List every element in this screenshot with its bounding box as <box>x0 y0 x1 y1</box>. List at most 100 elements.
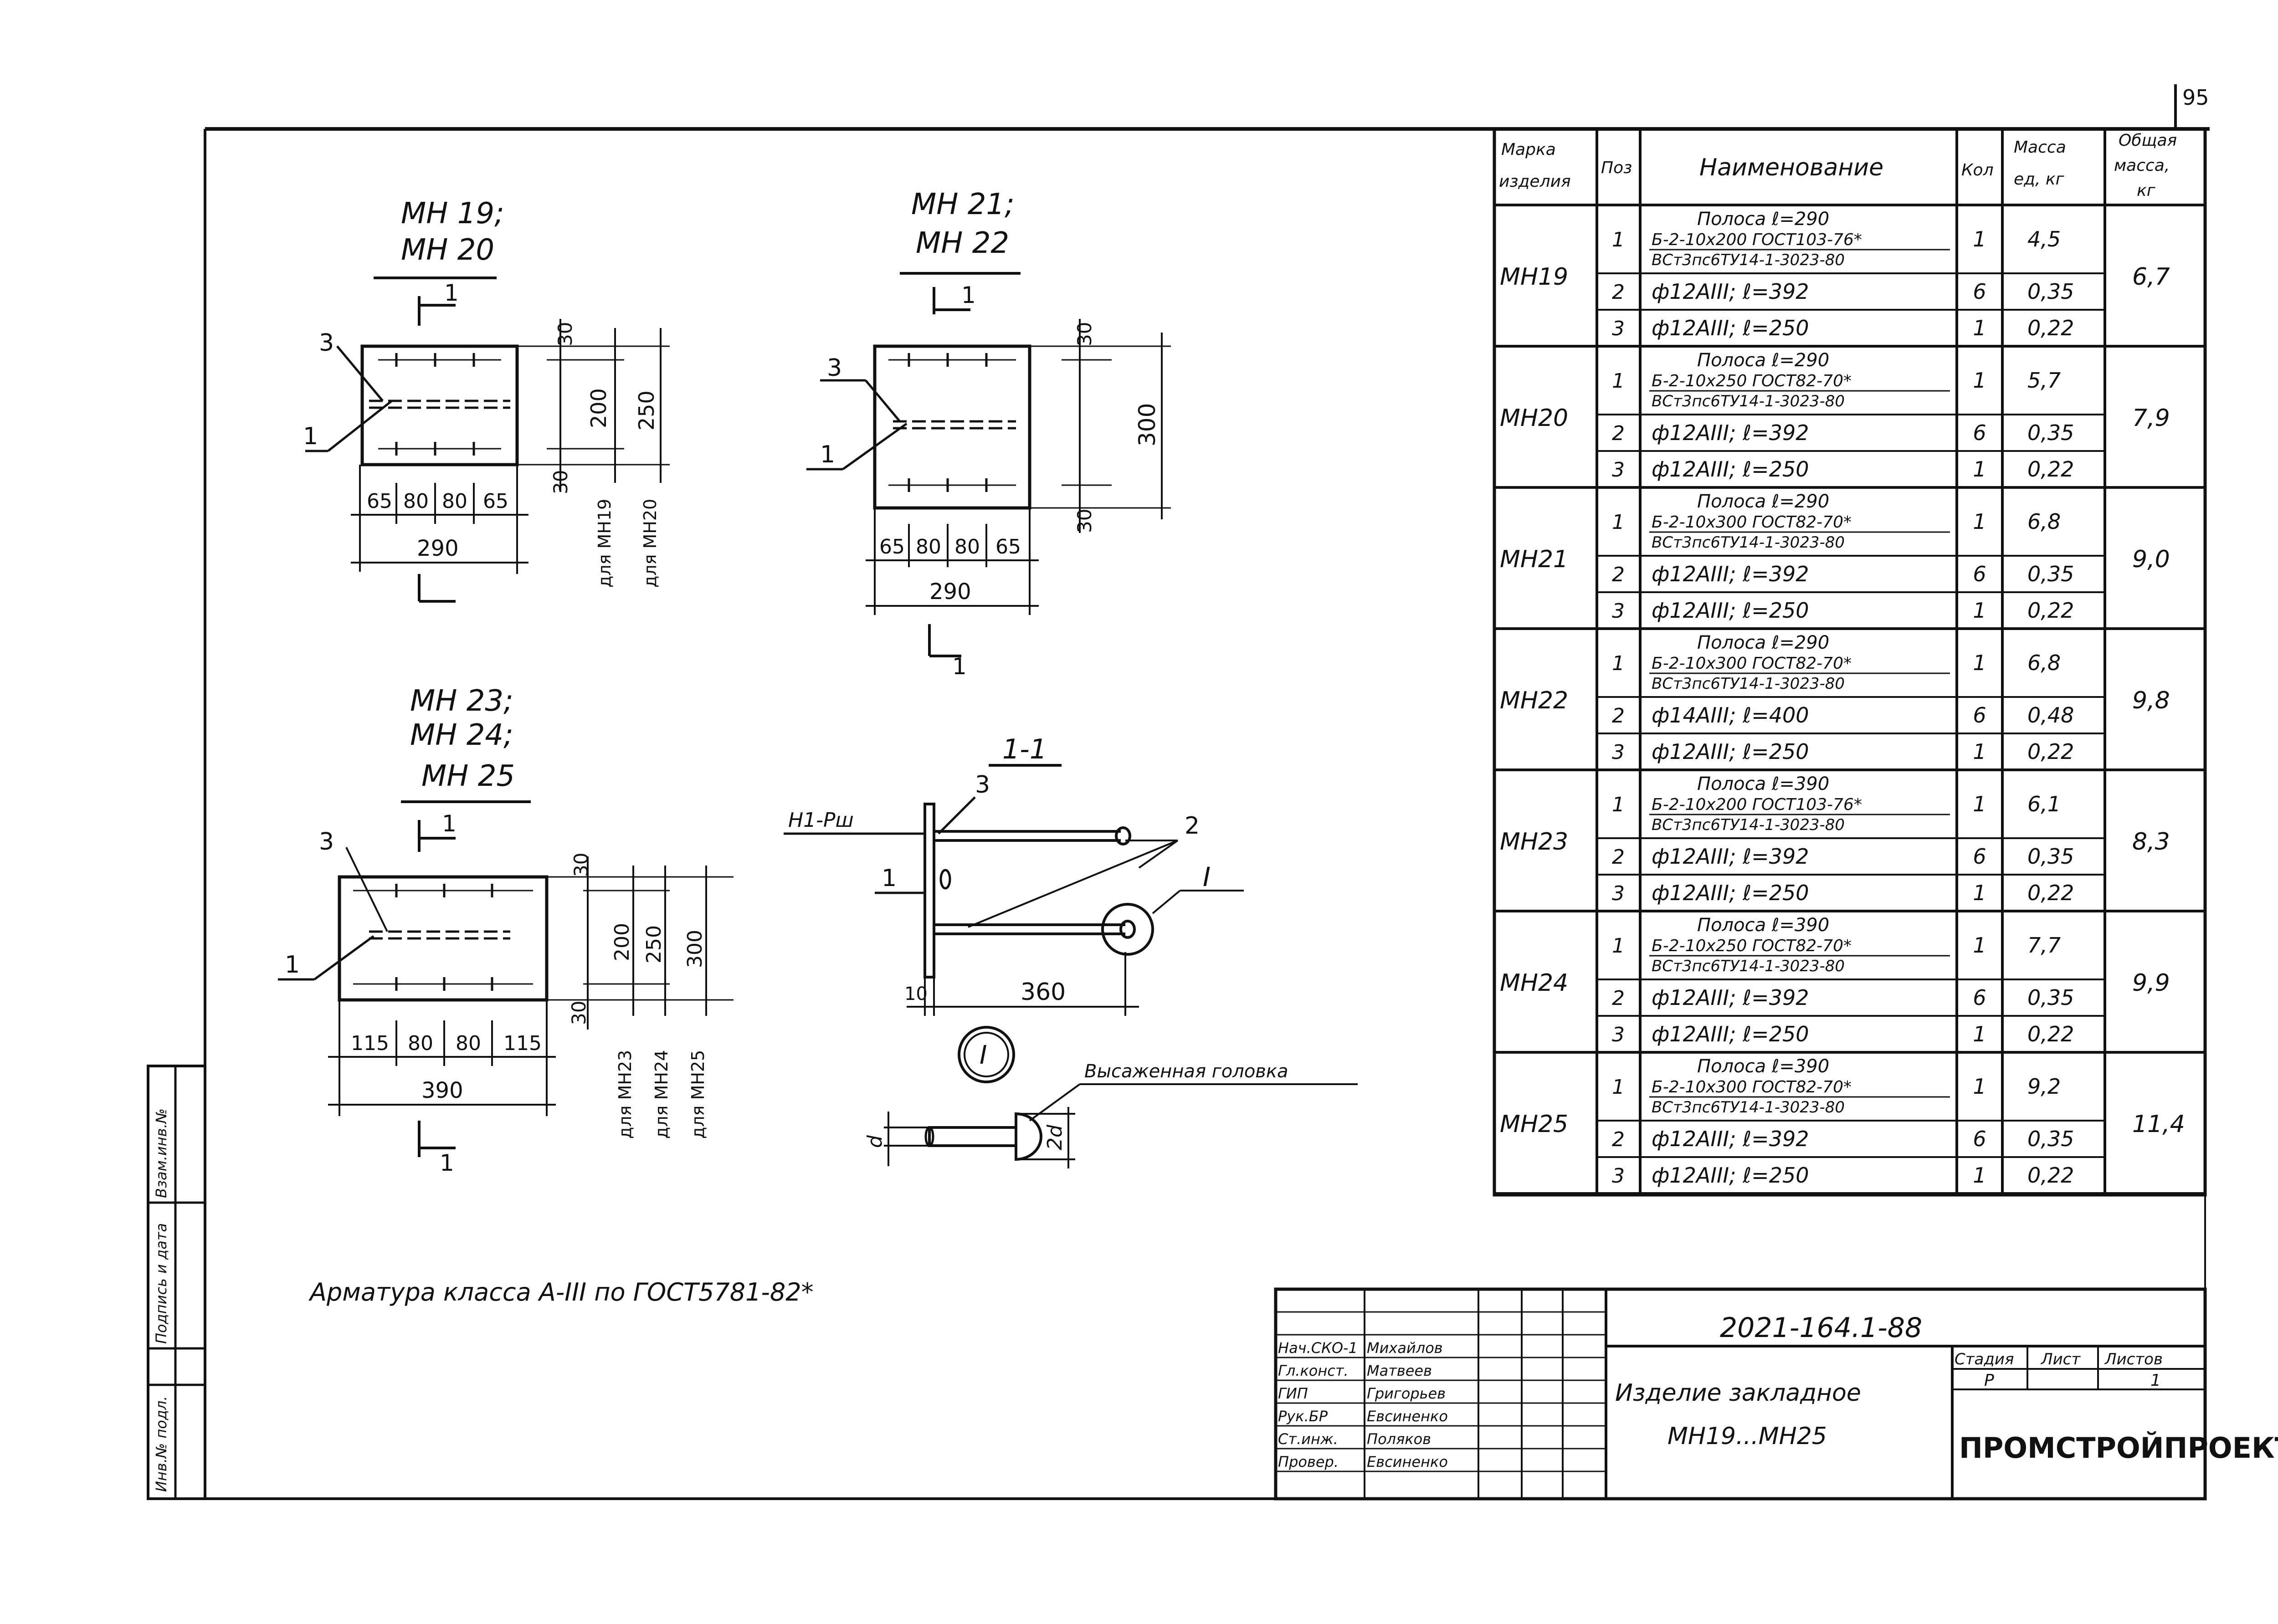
section-1-1: 1-1 3 Н1-Рш 1 2 I 10 360 <box>784 733 1244 1016</box>
title-block <box>1274 1287 2207 1501</box>
d3-dim-1: 115 <box>351 1032 389 1055</box>
cell-pos: 3 <box>1612 1164 1625 1188</box>
d1-section-top: 1 <box>444 280 459 306</box>
d2-side-300: 300 <box>1134 403 1160 446</box>
cell-total: 6,7 <box>2132 263 2170 291</box>
d1-side-200: 200 <box>586 388 611 428</box>
cell-name: ф12АIII; ℓ=392 <box>1652 985 1809 1010</box>
cell-mass: 5,7 <box>2027 368 2061 393</box>
header-mark-1: Марка <box>1501 140 1556 159</box>
cell-qty: 1 <box>1973 598 1986 623</box>
cell-mass: 6,1 <box>2027 792 2061 816</box>
d2-dim-1: 65 <box>879 535 905 558</box>
cell-mass: 6,8 <box>2027 509 2061 534</box>
cell-mass: 0,35 <box>2027 844 2074 869</box>
cell-mass: 0,22 <box>2027 739 2074 764</box>
d3-total: 390 <box>421 1078 463 1103</box>
person-name: Матвеев <box>1367 1362 1432 1379</box>
cell-name-line: Полоса ℓ=390 <box>1697 915 1829 936</box>
cell-qty: 1 <box>1973 933 1986 958</box>
cell-name-line: Полоса ℓ=290 <box>1697 632 1829 653</box>
cell-mark: МН25 <box>1500 1111 1568 1138</box>
sheets-value: 1 <box>2150 1371 2161 1390</box>
cell-pos: 3 <box>1612 882 1625 905</box>
detail-rod <box>928 1126 1017 1147</box>
cell-mass: 0,22 <box>2027 316 2074 340</box>
cell-mass: 0,22 <box>2027 457 2074 482</box>
d1-note-1: для МН19 <box>595 499 615 588</box>
cell-name-line: Б-2-10х300 ГОСТ82-70* <box>1652 654 1852 673</box>
person-name: Евсиненко <box>1367 1408 1448 1425</box>
cell-pos: 1 <box>1612 793 1625 816</box>
d2-title-2: МН 22 <box>916 226 1009 260</box>
person-name: Евсиненко <box>1367 1453 1448 1470</box>
cell-mass: 0,35 <box>2027 420 2074 445</box>
cell-name-line: Полоса ℓ=290 <box>1697 491 1829 512</box>
d3-dim-2: 80 <box>408 1032 433 1055</box>
cell-pos: 3 <box>1612 458 1625 482</box>
d1-dim-1: 65 <box>367 490 392 513</box>
cell-qty: 1 <box>1973 509 1986 534</box>
cell-qty: 1 <box>1973 368 1986 393</box>
d1-title-1: МН 19; <box>401 197 504 231</box>
cell-name: ф12АIII; ℓ=250 <box>1652 598 1809 623</box>
d3-note-2: для МН24 <box>652 1050 672 1139</box>
d3-pos1: 1 <box>285 951 300 978</box>
cell-qty: 1 <box>1973 739 1986 764</box>
cell-total: 8,3 <box>2132 828 2170 856</box>
sheet-label: Лист <box>2040 1350 2081 1368</box>
d2-section-bottom: 1 <box>952 653 967 680</box>
doc-range: МН19...МН25 <box>1667 1423 1827 1450</box>
d2-pos3: 3 <box>827 354 842 382</box>
cell-total: 9,8 <box>2132 687 2170 714</box>
person-name: Михайлов <box>1367 1339 1443 1357</box>
d3-note-3: для МН25 <box>688 1050 708 1139</box>
cell-mark: МН24 <box>1500 969 1568 997</box>
cell-pos: 1 <box>1612 652 1625 675</box>
d1-dim-2: 80 <box>403 490 429 513</box>
cell-qty: 1 <box>1973 316 1986 340</box>
detail-label: I <box>980 1040 987 1070</box>
cell-name: ф12АIII; ℓ=392 <box>1652 279 1809 304</box>
d2-dim-4: 65 <box>995 535 1021 558</box>
d3-title-2: МН 24; <box>410 718 513 752</box>
cell-qty: 6 <box>1973 844 1986 869</box>
cell-pos: 1 <box>1612 369 1625 393</box>
section-weld: Н1-Рш <box>788 809 854 832</box>
cell-pos: 3 <box>1612 599 1625 623</box>
d1-side-250: 250 <box>634 390 659 430</box>
cell-qty: 1 <box>1973 1163 1986 1188</box>
cell-pos: 3 <box>1612 741 1625 764</box>
header-total-mass-1: Общая <box>2119 131 2177 150</box>
section-thickness: 10 <box>904 984 928 1004</box>
header-total-mass-3: кг <box>2137 181 2156 200</box>
detail-head <box>1015 1112 1042 1161</box>
detail-i: I Высаженная головка d 2d <box>863 1026 1358 1168</box>
cell-mass: 6,8 <box>2027 651 2061 675</box>
cell-qty: 6 <box>1973 562 1986 586</box>
cell-mark: МН22 <box>1500 687 1568 714</box>
stage-value: Р <box>1984 1371 1994 1390</box>
cell-qty: 1 <box>1973 792 1986 816</box>
cell-name: ф12АIII; ℓ=392 <box>1652 420 1809 445</box>
cell-name: ф12АIII; ℓ=250 <box>1652 881 1809 905</box>
person-role: Провер. <box>1278 1453 1339 1470</box>
d3-plate <box>338 875 549 1002</box>
cell-qty: 6 <box>1973 985 1986 1010</box>
cell-qty: 1 <box>1973 1074 1986 1099</box>
section-title: 1-1 <box>1002 733 1047 765</box>
cell-mass: 0,22 <box>2027 881 2074 905</box>
cell-total: 9,0 <box>2132 546 2170 573</box>
d2-title-1: МН 21; <box>911 188 1015 221</box>
cell-qty: 1 <box>1973 651 1986 675</box>
cell-pos: 2 <box>1612 704 1625 727</box>
cell-name-line: Полоса ℓ=290 <box>1697 350 1829 371</box>
specification-table <box>1493 127 2207 1197</box>
d2-pos1: 1 <box>820 441 835 468</box>
header-pos: Поз <box>1601 159 1632 177</box>
cell-pos: 2 <box>1612 281 1625 304</box>
d1-dim-3: 80 <box>442 490 467 513</box>
